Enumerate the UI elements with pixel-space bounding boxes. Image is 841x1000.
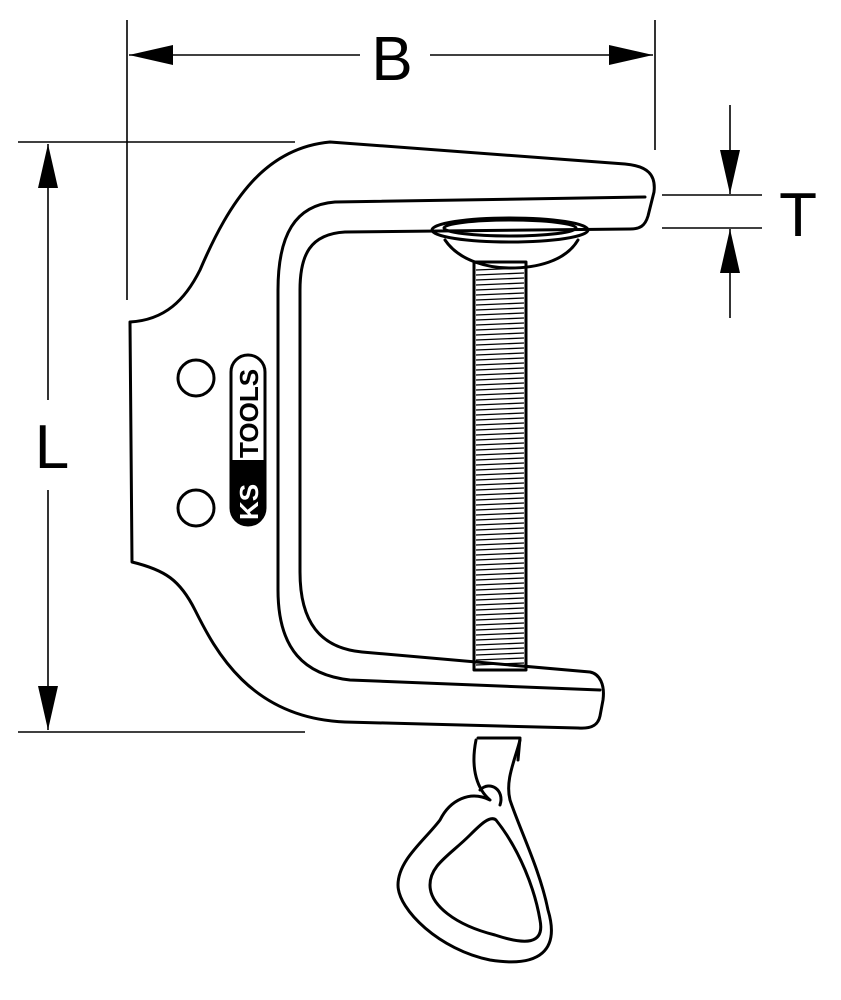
handle-hook (396, 736, 553, 964)
thread-line (475, 437, 525, 441)
thread-line (475, 382, 525, 386)
thread-line (475, 302, 525, 306)
thread-line (475, 412, 525, 416)
thread-line (475, 592, 525, 596)
dimension-t-label: T (779, 181, 817, 250)
thread-line (475, 427, 525, 431)
thread-line (475, 587, 525, 591)
thread-line (475, 562, 525, 566)
thread-line (475, 272, 525, 276)
thread-line (475, 487, 525, 491)
thread-line (475, 337, 525, 341)
thread-line (475, 307, 525, 311)
thread-line (475, 517, 525, 521)
thread-line (475, 417, 525, 421)
thread-line (475, 357, 525, 361)
thread-line (475, 577, 525, 581)
thread-line (475, 347, 525, 351)
dimension-l-label: L (35, 413, 69, 482)
thread-line (475, 602, 525, 606)
thread-line (475, 522, 525, 526)
mounting-hole (176, 488, 216, 528)
thread-line (475, 377, 525, 381)
thread-line (475, 287, 525, 291)
thread-line (475, 547, 525, 551)
thread-line (475, 457, 525, 461)
thread-line (475, 642, 525, 646)
thread-line (475, 317, 525, 321)
thread-line (475, 597, 525, 601)
thread-line (475, 432, 525, 436)
thread-line (475, 582, 525, 586)
thread-line (475, 477, 525, 481)
thread-line (475, 467, 525, 471)
thread-line (475, 652, 525, 656)
thread-line (475, 372, 525, 376)
thread-line (475, 312, 525, 316)
thread-line (475, 552, 525, 556)
thread-line (475, 387, 525, 391)
dimension-b-label: B (371, 25, 412, 94)
thread-line (475, 567, 525, 571)
thread-line (475, 402, 525, 406)
thread-line (475, 322, 525, 326)
thread-line (475, 407, 525, 411)
thread-line (475, 502, 525, 506)
thread-line (475, 392, 525, 396)
thread-line (475, 447, 525, 451)
thread-line (475, 367, 525, 371)
thread-line (475, 492, 525, 496)
thread-line (475, 362, 525, 366)
thread-line (475, 532, 525, 536)
thread-line (475, 442, 525, 446)
thread-line (475, 297, 525, 301)
dimension-t: T (662, 105, 817, 318)
thread-line (475, 662, 525, 666)
dimension-b: B (126, 20, 656, 300)
thread-line (475, 452, 525, 456)
thread-line (475, 292, 525, 296)
svg-text:KS: KS (234, 484, 264, 520)
thread-line (475, 622, 525, 626)
thread-line (475, 482, 525, 486)
thread-line (475, 332, 525, 336)
clamp-frame (128, 140, 656, 730)
thread-line (475, 632, 525, 636)
thread-line (475, 507, 525, 511)
dimension-l: L (18, 141, 305, 733)
thread-line (475, 557, 525, 561)
thread-line (475, 282, 525, 286)
thread-line (475, 342, 525, 346)
thread-line (475, 512, 525, 516)
thread-line (475, 462, 525, 466)
thread-line (475, 542, 525, 546)
thread-line (475, 617, 525, 621)
thread-line (475, 327, 525, 331)
thread-line (475, 537, 525, 541)
thread-line (475, 627, 525, 631)
thread-line (475, 267, 525, 271)
thread-line (475, 612, 525, 616)
thread-line (475, 607, 525, 611)
svg-text:TOOLS: TOOLS (234, 369, 264, 458)
thread-line (475, 572, 525, 576)
thread-line (475, 647, 525, 651)
thread-line (475, 422, 525, 426)
thread-line (475, 497, 525, 501)
thread-line (475, 352, 525, 356)
thread-line (475, 637, 525, 641)
mounting-hole (176, 358, 216, 398)
thread-line (475, 277, 525, 281)
thread-line (475, 527, 525, 531)
thread-line (475, 657, 525, 661)
threaded-spindle (472, 260, 528, 672)
ks-tools-logo: KS TOOLS (229, 353, 267, 527)
thread-line (475, 397, 525, 401)
thread-line (475, 472, 525, 476)
